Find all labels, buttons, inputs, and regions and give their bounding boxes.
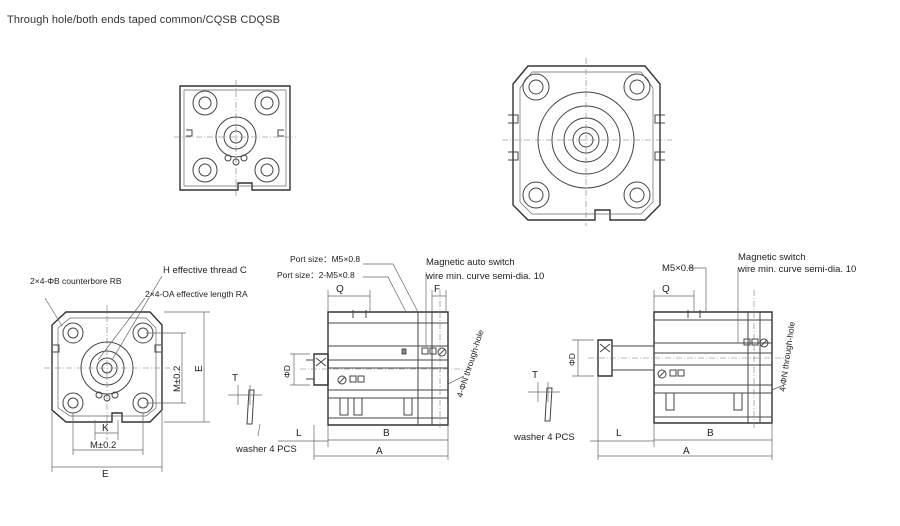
label-thread: H effective thread C — [163, 265, 247, 276]
dim-m-horizontal: M±0.2 — [90, 440, 116, 451]
label-wire-1: wire min. curve semi-dia. 10 — [425, 271, 544, 282]
dim-d-left: ΦD — [282, 365, 292, 378]
label-wire-2: wire min. curve semi-dia. 10 — [737, 264, 856, 275]
dim-q-right: Q — [662, 284, 670, 295]
label-magnetic-auto-switch: Magnetic auto switch — [426, 257, 515, 268]
side-dims-left — [278, 290, 449, 460]
dim-a-left: A — [376, 446, 383, 457]
label-counterbore: 2×4-ΦB counterbore RB — [30, 276, 122, 286]
dim-l-left: L — [296, 428, 302, 439]
dim-e-vertical: E — [194, 365, 205, 372]
front-view-dimensioned — [44, 275, 170, 440]
dim-q-left: Q — [336, 284, 344, 295]
dim-b-right: B — [707, 428, 714, 439]
dim-l-right: L — [616, 428, 622, 439]
side-view-magnetic — [528, 267, 790, 430]
dim-a-right: A — [683, 446, 690, 457]
front-view-large — [502, 58, 672, 226]
label-port-m5: Port size：M5×0.8 — [290, 254, 360, 264]
label-effective-length: 2×4-OA effective length RA — [145, 289, 248, 299]
dim-t-right: T — [532, 370, 538, 381]
label-washer-2: washer 4 PCS — [513, 432, 575, 443]
front-view-small — [174, 80, 296, 196]
dim-b-left: B — [383, 428, 390, 439]
page-title: Through hole/both ends taped common/CQSB… — [7, 14, 281, 26]
dim-f: F — [434, 284, 440, 295]
label-through-hole-1: 4-ΦN through-hole — [454, 328, 485, 398]
label-m5-right: M5×0.8 — [662, 263, 694, 274]
front-dims — [51, 311, 210, 472]
label-through-hole-2: 4-ΦN through-hole — [777, 321, 797, 393]
side-dims-right — [572, 290, 773, 460]
dim-d-right: ΦD — [567, 353, 577, 366]
label-washer-1: washer 4 PCS — [235, 444, 297, 455]
dim-k: K — [102, 423, 109, 434]
label-magnetic-switch: Magnetic switch — [738, 252, 806, 263]
dim-e-horizontal: E — [102, 469, 109, 480]
dim-t-left: T — [232, 373, 238, 384]
dim-m-vertical: M±0.2 — [172, 366, 183, 392]
label-port-2m5: Port size：2-M5×0.8 — [277, 270, 355, 280]
